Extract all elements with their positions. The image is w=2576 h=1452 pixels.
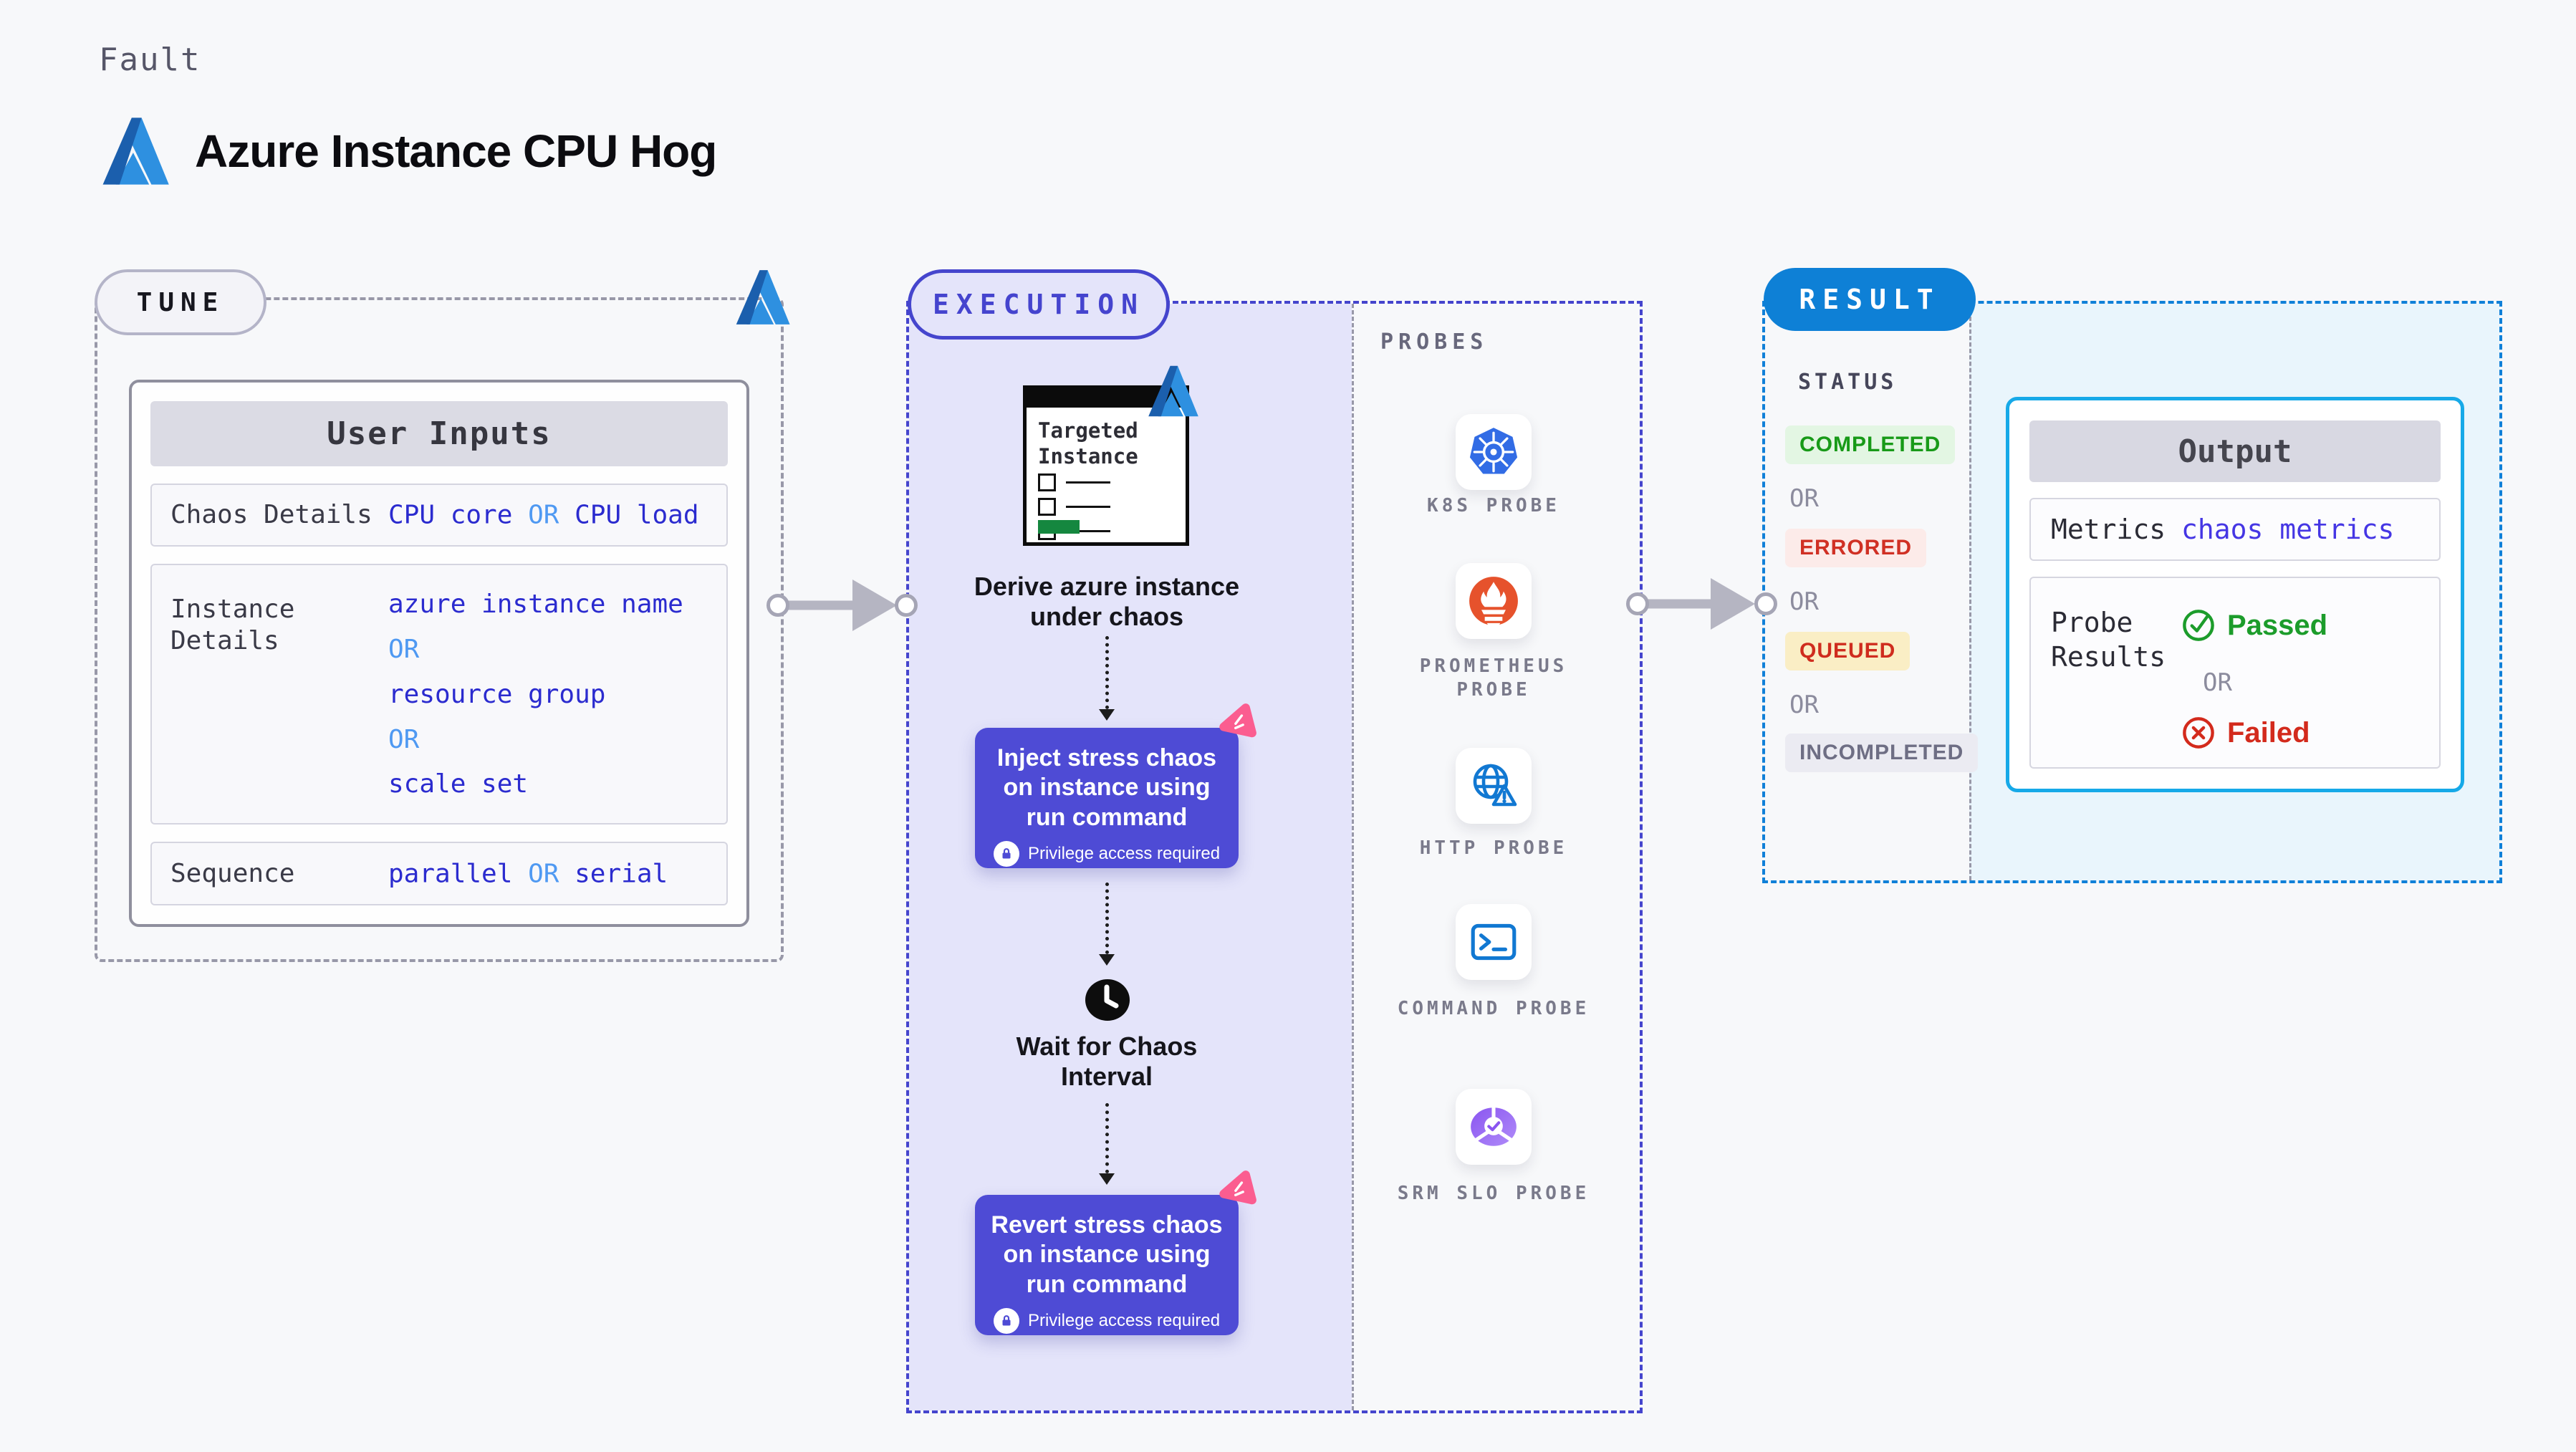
privilege-note: Privilege access required xyxy=(975,1308,1239,1335)
tune-badge: TUNE xyxy=(95,269,266,335)
sequence-row: Sequence parallel OR serial xyxy=(150,842,728,906)
value-azure-instance-name: azure instance name xyxy=(388,590,683,620)
result-badge: RESULT xyxy=(1764,268,1976,331)
lock-icon xyxy=(993,1308,1019,1335)
or-text: OR xyxy=(1789,484,1819,513)
x-circle-icon xyxy=(2183,717,2214,749)
clock-icon xyxy=(1085,979,1130,1021)
fault-kicker: Fault xyxy=(99,42,201,78)
lock-icon xyxy=(993,841,1019,867)
failed-result: Failed xyxy=(2181,716,2310,750)
probe-label-k8s: K8S PROBE xyxy=(1427,495,1560,516)
chaos-icon xyxy=(1219,703,1256,738)
probe-label-srm-slo: SRM SLO PROBE xyxy=(1397,1183,1590,1204)
flow-arrow-down xyxy=(1097,636,1116,721)
srm-slo-donut-icon xyxy=(1471,1106,1517,1146)
probes-divider xyxy=(1352,304,1354,1410)
kubernetes-icon xyxy=(1469,428,1518,474)
value-parallel: parallel xyxy=(388,859,513,889)
status-badge-completed: COMPLETED xyxy=(1785,425,1956,464)
probes-to-result-arrow xyxy=(1626,572,1778,636)
sequence-values: parallel OR serial xyxy=(388,859,668,888)
derive-step-label: Derive azure instance under chaos xyxy=(974,572,1240,632)
status-badge-incompleted: INCOMPLETED xyxy=(1785,734,1979,772)
metrics-label: Metrics xyxy=(2051,514,2166,545)
flow-arrow-down xyxy=(1097,883,1116,966)
prometheus-icon xyxy=(1469,577,1518,628)
or-text: OR xyxy=(388,634,420,664)
instance-details-values: azure instance name OR resource group OR… xyxy=(388,565,683,823)
flow-arrow-down xyxy=(1097,1103,1116,1185)
sequence-label: Sequence xyxy=(170,858,295,888)
failed-label: Failed xyxy=(2227,716,2310,749)
or-text: OR xyxy=(388,724,420,754)
page-title: Azure Instance CPU Hog xyxy=(195,125,717,177)
probe-item-srm-slo xyxy=(1456,1089,1532,1165)
azure-icon xyxy=(1148,365,1198,417)
value-resource-group: resource group xyxy=(388,679,606,709)
probes-title: PROBES xyxy=(1380,330,1489,355)
probe-results-row: Probe Results Passed OR Failed xyxy=(2029,577,2441,769)
value-cpu-core: CPU core xyxy=(388,500,513,530)
probe-results-label: Probe Results xyxy=(2051,607,2166,673)
probe-item-http xyxy=(1456,748,1532,824)
status-badge-errored: ERRORED xyxy=(1785,529,1927,567)
probe-label-http: HTTP PROBE xyxy=(1419,837,1568,859)
instance-details-label: Instance Details xyxy=(170,595,295,656)
chaos-details-values: CPU core OR CPU load xyxy=(388,500,699,529)
checkbox-icon xyxy=(1038,473,1056,491)
probe-label-command: COMMAND PROBE xyxy=(1397,998,1590,1019)
azure-icon xyxy=(102,117,169,185)
revert-step-card: Revert stress chaos on instance using ru… xyxy=(975,1195,1239,1335)
targeted-instance-label: Targeted Instance xyxy=(1038,418,1138,468)
status-title: STATUS xyxy=(1798,370,1898,395)
inject-step-label: Inject stress chaos on instance using ru… xyxy=(996,744,1217,831)
metrics-row: Metrics chaos metrics xyxy=(2029,498,2441,561)
inject-step-card: Inject stress chaos on instance using ru… xyxy=(975,728,1239,868)
http-globe-warning-icon xyxy=(1473,764,1517,807)
user-inputs-card: User Inputs Chaos Details CPU core OR CP… xyxy=(129,380,749,927)
passed-result: Passed xyxy=(2181,608,2327,643)
user-inputs-title: User Inputs xyxy=(150,401,728,466)
chaos-details-row: Chaos Details CPU core OR CPU load xyxy=(150,483,728,547)
tune-to-execution-arrow xyxy=(766,573,918,638)
chaos-details-label: Chaos Details xyxy=(170,499,373,529)
or-text: OR xyxy=(1789,691,1819,719)
instance-details-row: Instance Details azure instance name OR … xyxy=(150,564,728,825)
or-text: OR xyxy=(528,500,559,530)
or-text: OR xyxy=(2203,668,2232,697)
value-scale-set: scale set xyxy=(388,769,529,799)
wait-step-label: Wait for Chaos Interval xyxy=(1016,1032,1198,1092)
privilege-note: Privilege access required xyxy=(975,841,1239,867)
probe-label-prometheus: PROMETHEUS PROBE xyxy=(1419,655,1568,701)
value-serial: serial xyxy=(575,859,668,889)
execution-badge: EXECUTION xyxy=(908,269,1170,340)
or-text: OR xyxy=(528,859,559,889)
status-divider xyxy=(1969,304,1971,880)
azure-icon xyxy=(736,270,790,324)
check-circle-icon xyxy=(2183,610,2214,641)
status-badge-queued: QUEUED xyxy=(1785,632,1911,670)
revert-step-label: Revert stress chaos on instance using ru… xyxy=(991,1211,1223,1298)
metrics-value: chaos metrics xyxy=(2181,514,2395,545)
probe-item-command xyxy=(1456,904,1532,980)
tune-panel xyxy=(95,297,784,962)
checkbox-icon xyxy=(1038,498,1056,516)
chaos-icon xyxy=(1219,1170,1256,1205)
or-text: OR xyxy=(1789,587,1819,616)
value-cpu-load: CPU load xyxy=(575,500,699,530)
probe-item-k8s xyxy=(1456,414,1532,490)
command-terminal-icon xyxy=(1471,923,1517,961)
output-title: Output xyxy=(2029,420,2441,482)
output-card: Output Metrics chaos metrics Probe Resul… xyxy=(2006,397,2464,792)
progress-bar xyxy=(1038,520,1080,534)
probe-item-prometheus xyxy=(1456,563,1532,639)
passed-label: Passed xyxy=(2227,609,2328,641)
